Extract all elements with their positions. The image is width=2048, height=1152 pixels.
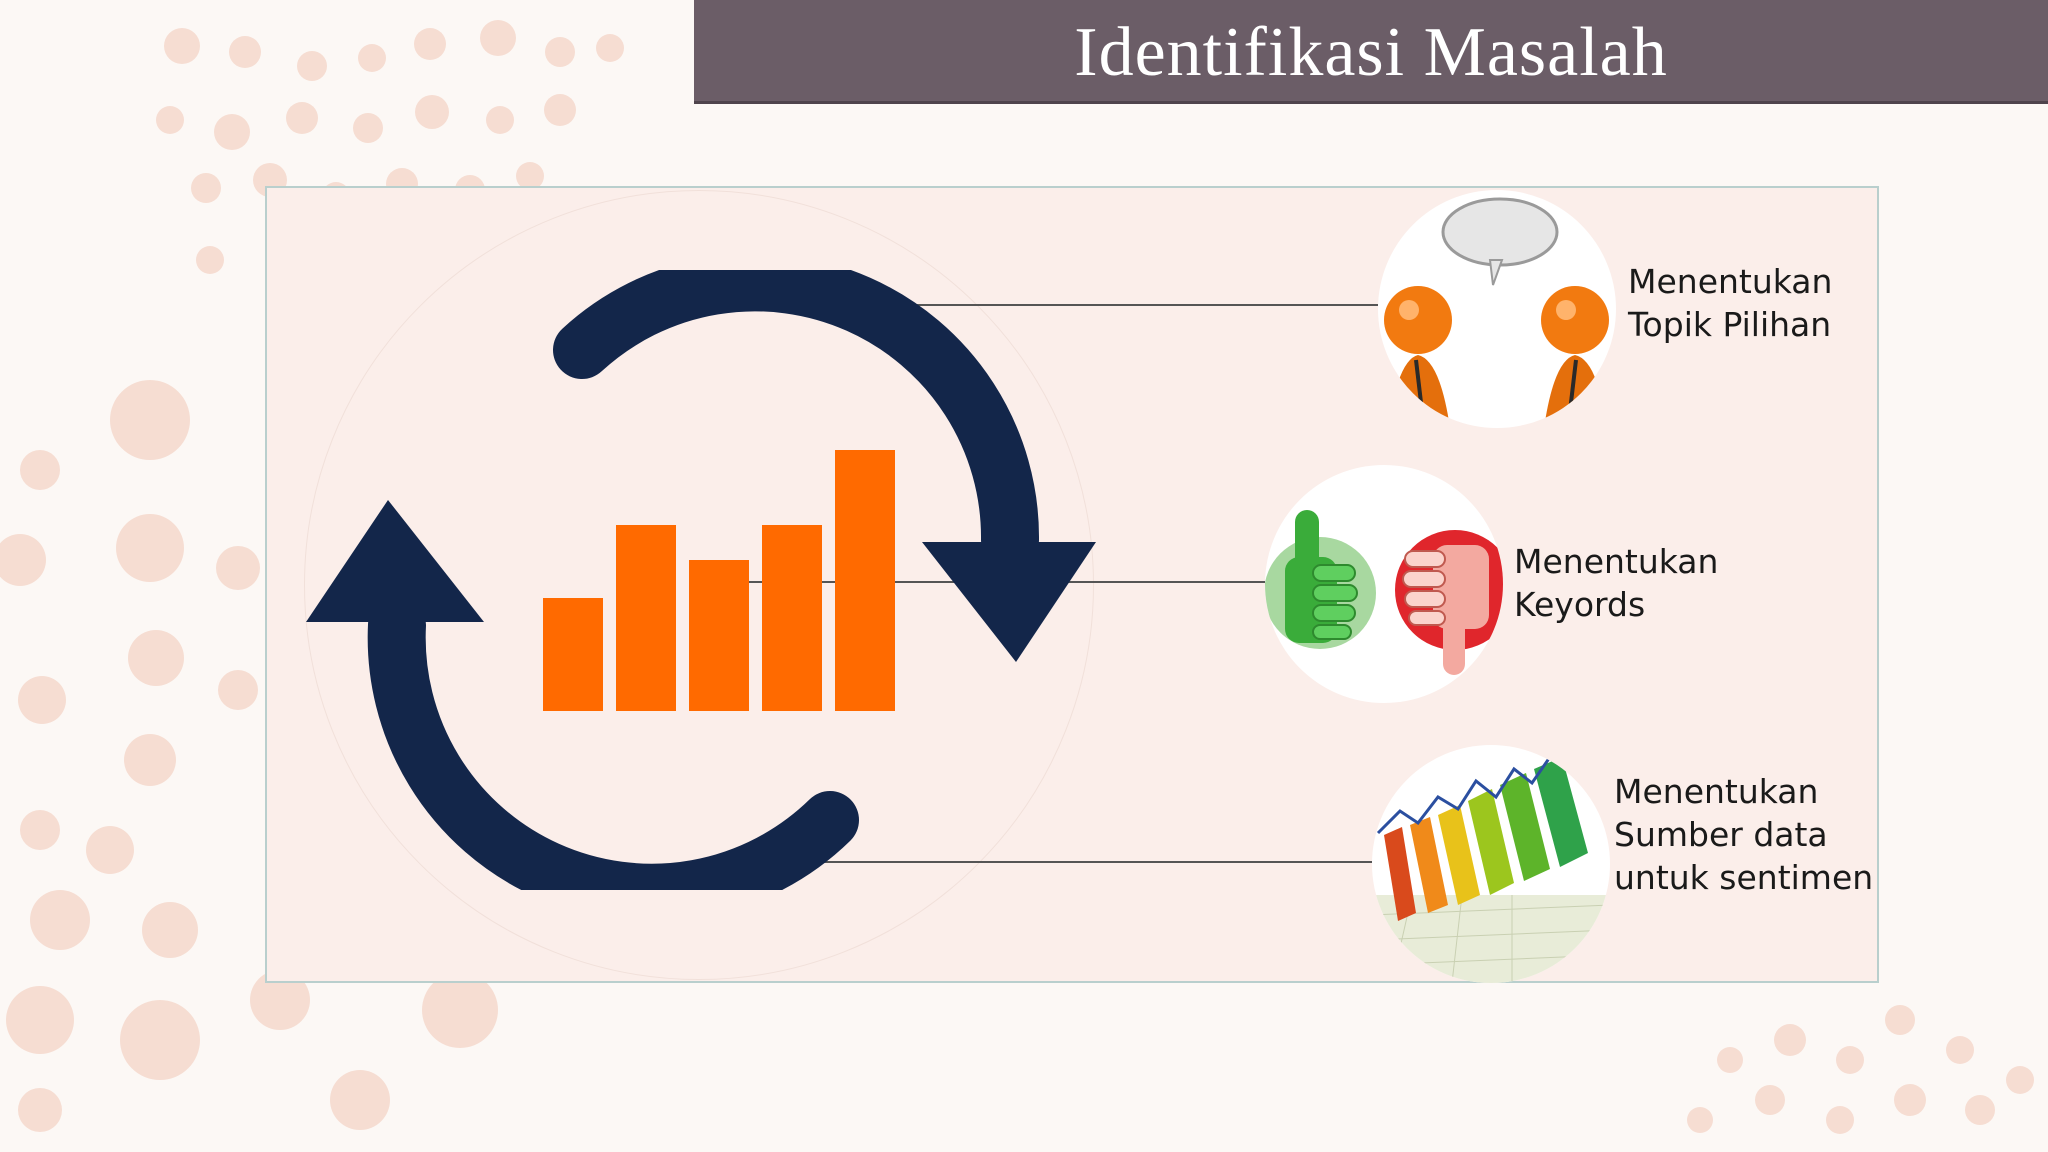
background-dot <box>414 28 446 60</box>
background-dot <box>1755 1085 1785 1115</box>
bar-1 <box>543 598 603 711</box>
background-dot <box>1946 1036 1974 1064</box>
background-dot <box>422 972 498 1048</box>
bar-5 <box>835 450 895 711</box>
background-dot <box>6 986 74 1054</box>
background-dot <box>358 44 386 72</box>
background-dot <box>516 162 544 190</box>
bar-4 <box>762 525 822 711</box>
discussion-people-icon <box>1384 197 1609 428</box>
item-1-icon-circle <box>1378 190 1616 428</box>
background-dot <box>286 102 318 134</box>
background-dot <box>250 970 310 1030</box>
background-dot <box>20 810 60 850</box>
background-dot <box>229 36 261 68</box>
background-dot <box>18 1088 62 1132</box>
item-2-icon-circle <box>1265 465 1503 703</box>
background-dot <box>297 51 327 81</box>
background-dot <box>2006 1066 2034 1094</box>
background-dot <box>1836 1046 1864 1074</box>
background-dot <box>156 106 184 134</box>
background-dot <box>330 1070 390 1130</box>
background-dot <box>164 28 200 64</box>
background-dot <box>214 114 250 150</box>
item-2-label: Menentukan Keyords <box>1514 542 1719 624</box>
page-title: Identifikasi Masalah <box>1074 13 1668 91</box>
background-dot <box>216 546 260 590</box>
title-bar: Identifikasi Masalah <box>694 0 2048 104</box>
background-dot <box>1687 1107 1713 1133</box>
background-dot <box>544 94 576 126</box>
bar-3 <box>689 560 749 711</box>
background-dot <box>1717 1047 1743 1073</box>
thumbs-up-down-icon <box>1265 510 1503 675</box>
background-dot <box>480 20 516 56</box>
background-dot <box>415 95 449 129</box>
background-dot <box>110 380 190 460</box>
bar-2 <box>616 525 676 711</box>
item-1-label: Menentukan Topik Pilihan <box>1628 262 1833 344</box>
background-dot <box>353 113 383 143</box>
background-dot <box>30 890 90 950</box>
background-dot <box>116 514 184 582</box>
background-dot <box>596 34 624 62</box>
item-3-icon-circle <box>1372 745 1610 983</box>
background-dot <box>545 37 575 67</box>
background-dot <box>120 1000 200 1080</box>
item-3-label: Menentukan Sumber data untuk sentimen <box>1614 772 1874 897</box>
background-dot <box>86 826 134 874</box>
background-dot <box>191 173 221 203</box>
refresh-cycle-bar-chart-icon <box>306 270 1096 890</box>
central-circle-outline <box>304 190 1094 980</box>
background-dot <box>128 630 184 686</box>
background-dot <box>486 106 514 134</box>
background-dot <box>1826 1106 1854 1134</box>
background-dot <box>1894 1084 1926 1116</box>
background-dot <box>124 734 176 786</box>
background-dot <box>218 670 258 710</box>
background-dot <box>142 902 198 958</box>
background-dot <box>20 450 60 490</box>
growth-bar-chart-icon <box>1372 749 1610 983</box>
background-dot <box>1885 1005 1915 1035</box>
background-dot <box>196 246 224 274</box>
background-dot <box>0 534 46 586</box>
background-dot <box>18 676 66 724</box>
background-dot <box>1965 1095 1995 1125</box>
background-dot <box>1774 1024 1806 1056</box>
